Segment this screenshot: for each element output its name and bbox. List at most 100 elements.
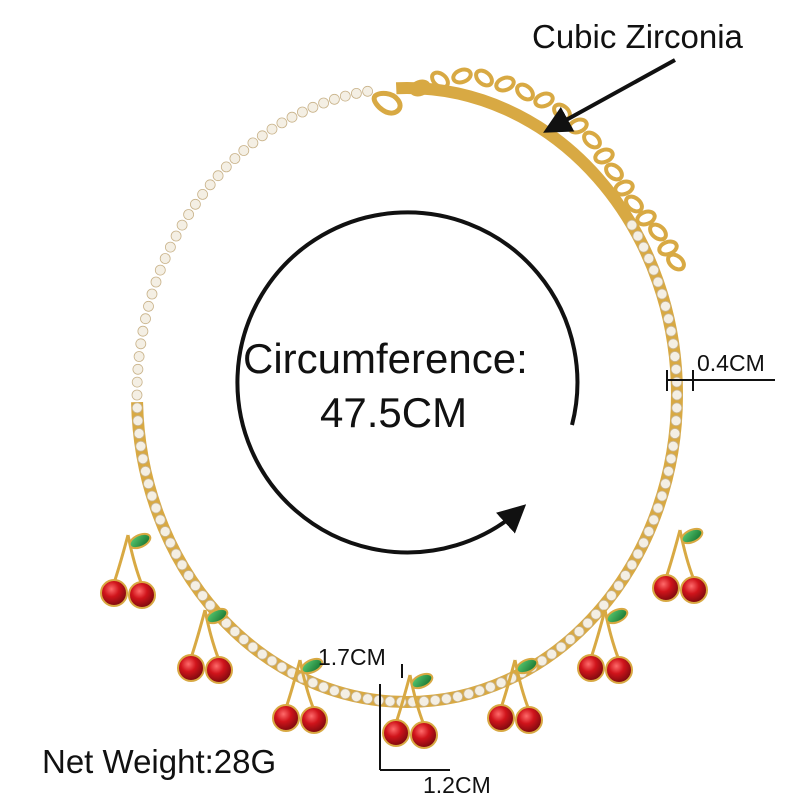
crystal-stone [339,90,351,102]
crystal-stone [656,288,668,300]
cherry-gem [652,574,680,602]
crystal-stone [170,548,182,560]
extender-link [430,70,450,90]
crystal-stone [384,696,396,707]
cherry-gem [205,656,233,684]
cherry-gem [272,704,300,732]
tennis-chain [131,82,683,708]
crystal-stone [652,502,664,514]
crystal-stone [170,230,182,242]
crystal-stone [671,389,683,401]
cherry-charm [382,672,438,749]
circumference-title: Circumference: [243,335,528,382]
crystal-stone [164,537,176,549]
extender-link [648,222,668,242]
crystal-stone [266,123,278,135]
crystal-stone [638,241,649,253]
crystal-stone [669,351,681,362]
crystal-stone [296,106,308,118]
crystal-stone [154,264,166,276]
crystal-stone [590,608,602,620]
net-weight-label: Net Weight:28G [42,743,277,780]
cherry-charm [177,607,233,684]
crystal-stone [663,465,674,477]
crystal-stone [632,230,644,242]
crystal-stone [131,389,143,401]
crystal-stone [582,617,594,629]
crystal-stone [204,599,216,611]
crystal-stone [573,626,585,637]
crystal-stone [133,428,145,439]
crystal-stone [663,313,674,325]
crystal-stone [350,691,362,702]
crystal-stone [276,661,288,673]
crystal-stone [159,526,171,537]
material-label: Cubic Zirconia [532,18,743,55]
extender-link [613,179,635,197]
crystal-stone [197,590,209,601]
crystal-stone [555,641,567,653]
crystal-stone [669,428,681,439]
crystal-stone [373,694,385,706]
crystal-stone [150,276,162,288]
cherry-gem [128,581,156,609]
chain-width-label: 0.4CM [697,350,765,376]
crystal-stone [463,688,475,700]
leaf-gem [515,657,539,675]
crystal-stone [286,111,298,123]
crystal-stone [429,694,441,706]
crystal-stone [620,570,631,581]
extender-link [604,162,624,182]
extender-link [593,147,615,165]
cherry-gem [410,721,438,749]
crystal-stone [660,300,671,312]
crystal-stone [135,440,147,452]
extender-link [635,209,657,227]
extender-link [624,194,644,214]
cherry-charm [577,607,633,684]
extender-link [666,252,686,272]
crystal-stone [670,363,682,375]
cherry-gem [100,579,128,607]
crystal-stone [146,490,158,502]
crystal-stone [495,677,507,689]
crystal-stone [197,188,209,200]
crystal-stone [140,313,151,325]
cherry-charm [272,657,328,734]
crystal-stone [626,559,638,571]
crystal-stone [626,219,638,231]
crystal-stone [220,617,232,629]
crystal-stone [143,478,154,490]
crystal-stone [183,209,195,220]
crystal-stone [318,97,330,109]
crystal-stone [132,415,144,427]
leaf-gem [410,672,434,690]
crystal-stone [671,376,683,388]
crystal-stone [238,145,250,156]
crystal-stone [307,101,319,113]
crystal-stone [176,559,188,571]
circumference-value: 47.5CM [320,389,468,436]
crystal-stone [318,681,330,693]
crystal-stone [671,402,683,414]
crystal-stones [131,85,683,708]
extender-link [533,91,555,109]
extender-link [494,75,516,93]
leaf-gem [680,527,704,545]
extender-link [451,67,473,85]
crystal-stone [643,526,655,537]
crystal-stone [164,241,176,253]
pendant-width-label: 1.2CM [423,772,491,798]
cherry-gem [382,719,410,747]
crystal-stone [135,338,147,350]
crystal-stone [140,465,151,477]
crystal-stone [132,363,144,375]
crystal-stone [229,626,241,637]
crystal-stone [546,648,558,660]
crystal-stone [212,170,224,182]
crystal-stone [564,634,576,645]
crystal-stone [536,655,548,667]
crystal-stone [229,153,241,164]
cherry-charm [100,532,156,609]
